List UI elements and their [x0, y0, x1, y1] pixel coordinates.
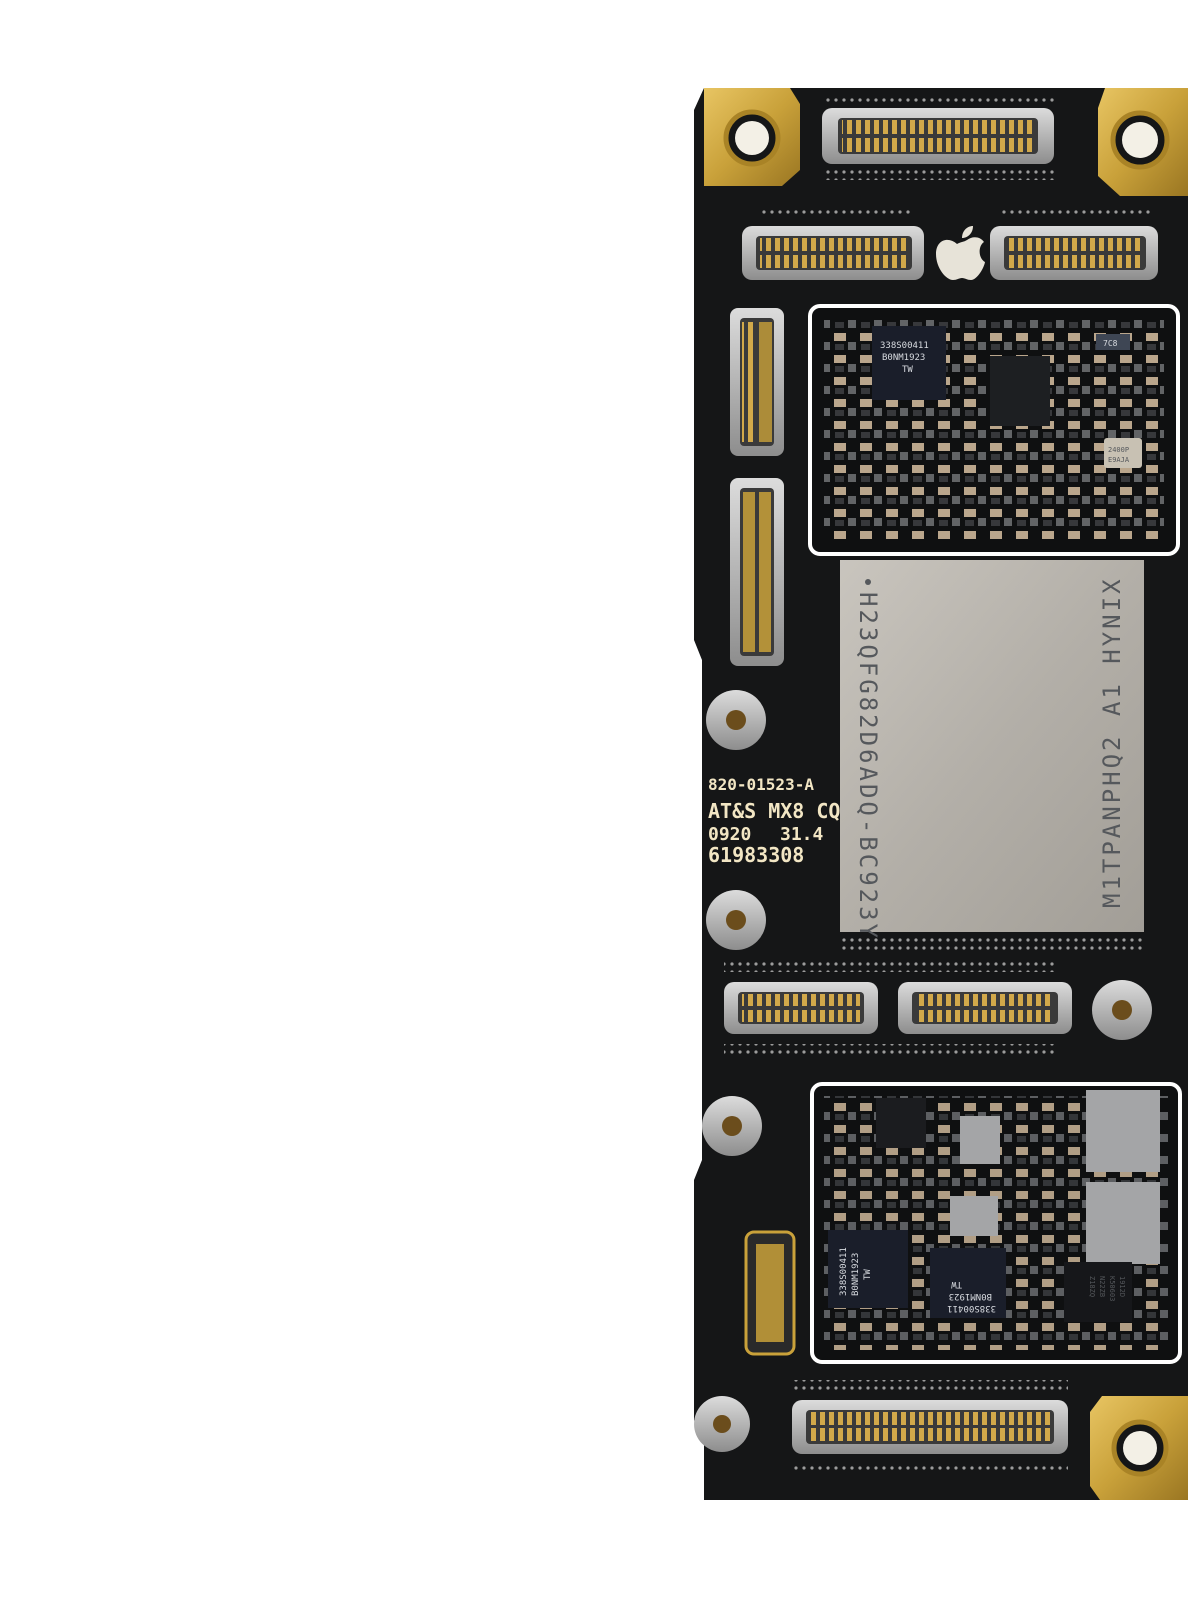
revision: 31.4 [780, 824, 824, 845]
connector-right-upper [990, 226, 1158, 280]
via-row [1000, 208, 1150, 218]
connector-bottom [792, 1400, 1068, 1454]
crystal-label: 2400P [1108, 446, 1129, 454]
connector-middle-left [724, 982, 878, 1034]
chip-label: 1912D [1118, 1276, 1126, 1297]
maker-code: AT&S MX8 CQ [708, 799, 840, 823]
chip-label: K50603 [1108, 1276, 1116, 1301]
chip-label: B0NM1923 [882, 353, 925, 363]
serial-number: 61983308 [708, 843, 804, 867]
crystal-label: E9AJA [1108, 456, 1130, 464]
mounting-corners [704, 88, 1188, 1500]
upper-shield: 338S00411 B0NM1923 TW 2400P E9AJA 7C8 [808, 304, 1180, 556]
date-code: 0920 [708, 824, 751, 845]
ic-chip [872, 326, 946, 400]
chip-label: 7C8 [1103, 339, 1118, 348]
lower-shield: 338S00411 B0NM1923 TW 338S00411 B0NM1923… [810, 1082, 1182, 1364]
via-row [792, 1464, 1068, 1474]
apple-logo-icon [936, 226, 985, 280]
standoffs [694, 690, 1152, 1452]
connector-left-upper [742, 226, 924, 280]
via-row [724, 1044, 1054, 1054]
connector-left-vertical-lower [730, 478, 784, 666]
chip-label: TW [951, 1279, 962, 1289]
part-number: 820-01523-A [708, 775, 814, 794]
chip-label: 338S00411 [839, 1247, 849, 1296]
via-row [792, 1380, 1068, 1390]
nand-marking: H23QFG82D6ADQ-BC923Y [854, 592, 882, 941]
via-row [822, 170, 1054, 180]
connector-left-vertical-upper [730, 308, 784, 456]
via-row [724, 962, 1054, 972]
nand-flash-chip: H23QFG82D6ADQ-BC923Y M1TPANPHQ2 A1 HYNIX [840, 560, 1144, 952]
nand-marking: M1TPANPHQ2 A1 HYNIX [1098, 576, 1126, 908]
connector-middle-right [898, 982, 1072, 1034]
connector-battery [744, 1230, 796, 1356]
chip-label: 338S00411 [947, 1303, 996, 1313]
chip-label: N22ZB [1098, 1276, 1106, 1297]
chip-label: 338S00411 [880, 341, 929, 351]
via-row [760, 208, 910, 218]
crystal [1104, 438, 1142, 468]
chip-label: TW [902, 365, 913, 375]
chip-label: Z18ZQ [1088, 1276, 1096, 1297]
chip-label: B0NM1923 [851, 1253, 861, 1296]
connector-top [822, 108, 1054, 164]
board-markings: 820-01523-A AT&S MX8 CQ 0920 31.4 619833… [708, 775, 840, 867]
chip-label: B0NM1923 [949, 1291, 992, 1301]
via-row [822, 94, 1054, 104]
chip-label: TW [863, 1269, 873, 1280]
